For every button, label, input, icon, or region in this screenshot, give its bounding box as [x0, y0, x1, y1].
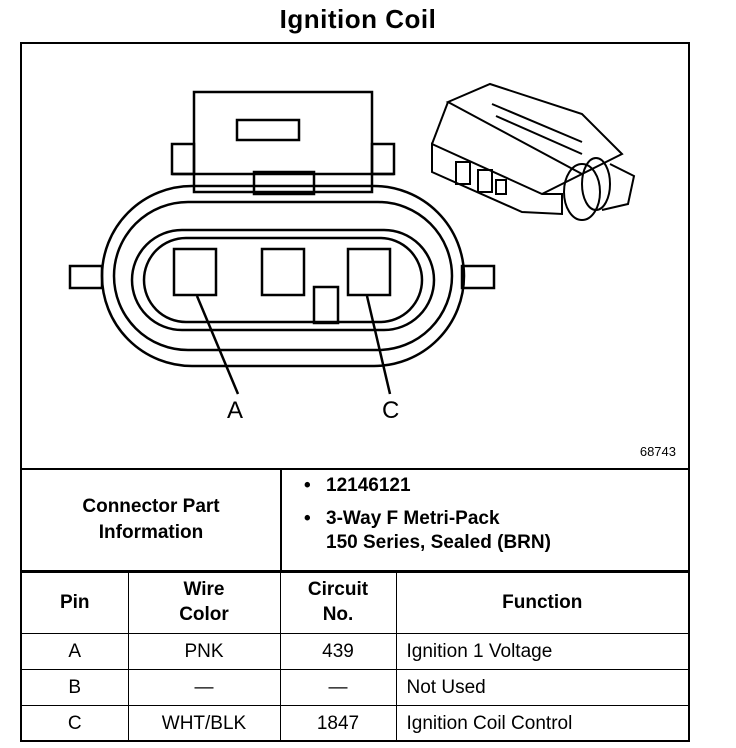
- connector-info-label: Connector Part Information: [22, 470, 282, 570]
- connector-info-section: Connector Part Information • 12146121 • …: [22, 468, 688, 572]
- header-function: Function: [395, 572, 688, 634]
- pinout-table: Pin Wire Color Circuit No. Function A PN…: [22, 572, 688, 741]
- terminal-a: [172, 247, 218, 297]
- cell-function: Ignition 1 Voltage: [395, 633, 688, 670]
- cell-wire-color: WHT/BLK: [127, 705, 281, 741]
- table-header-row: Pin Wire Color Circuit No. Function: [22, 572, 688, 634]
- left-tab: [68, 264, 104, 290]
- figure-number: 68743: [639, 444, 676, 459]
- header-wire-color-line2: Color: [179, 604, 229, 625]
- header-circuit-line1: Circuit: [307, 579, 369, 601]
- header-wire-color: Wire Color: [127, 572, 281, 634]
- latch-housing: [192, 90, 374, 194]
- part-number: 12146121: [326, 475, 411, 496]
- terminal-c: [346, 247, 392, 297]
- connector-info-values: • 12146121 • 3-Way F Metri-Pack 150 Seri…: [304, 474, 551, 556]
- cell-pin: C: [22, 705, 129, 741]
- outer-shell: [100, 184, 466, 368]
- table-row: A PNK 439 Ignition 1 Voltage: [22, 633, 688, 670]
- diagram-frame: A C 68743 Connector Part Information • 1…: [20, 42, 690, 742]
- table-row: C WHT/BLK 1847 Ignition Coil Control: [22, 705, 688, 741]
- bullet-icon: •: [304, 507, 311, 529]
- bullet-icon: •: [304, 475, 311, 496]
- connector-series: 150 Series, Sealed (BRN): [326, 532, 551, 554]
- cell-circuit: 439: [279, 633, 397, 670]
- connector-face-drawing: [68, 82, 636, 395]
- key-slot: [312, 285, 340, 325]
- cell-circuit: —: [279, 669, 397, 706]
- connector-info-label-line2: Information: [98, 522, 204, 543]
- page-title: Ignition Coil: [279, 4, 437, 34]
- cell-function: Not Used: [395, 669, 688, 706]
- connector-info-label-line1: Connector Part: [82, 496, 220, 518]
- cell-wire-color: —: [127, 669, 281, 706]
- pin-c-label: C: [382, 397, 400, 424]
- right-tab: [460, 264, 496, 290]
- header-circuit-line2: No.: [322, 604, 354, 625]
- terminal-b: [260, 247, 306, 297]
- header-wire-color-line1: Wire: [183, 579, 225, 601]
- cell-pin: B: [22, 669, 129, 706]
- header-circuit: Circuit No.: [279, 572, 397, 634]
- table-row: B — — Not Used: [22, 669, 688, 706]
- connector-type: 3-Way F Metri-Pack: [326, 507, 500, 529]
- header-pin: Pin: [22, 572, 129, 634]
- inner-seal: [130, 228, 436, 332]
- cell-function: Ignition Coil Control: [395, 705, 688, 741]
- cell-circuit: 1847: [279, 705, 397, 741]
- cell-pin: A: [22, 633, 129, 670]
- connector-illustration: A C 68743: [22, 44, 688, 468]
- cell-wire-color: PNK: [127, 633, 281, 670]
- pin-a-label: A: [227, 397, 244, 424]
